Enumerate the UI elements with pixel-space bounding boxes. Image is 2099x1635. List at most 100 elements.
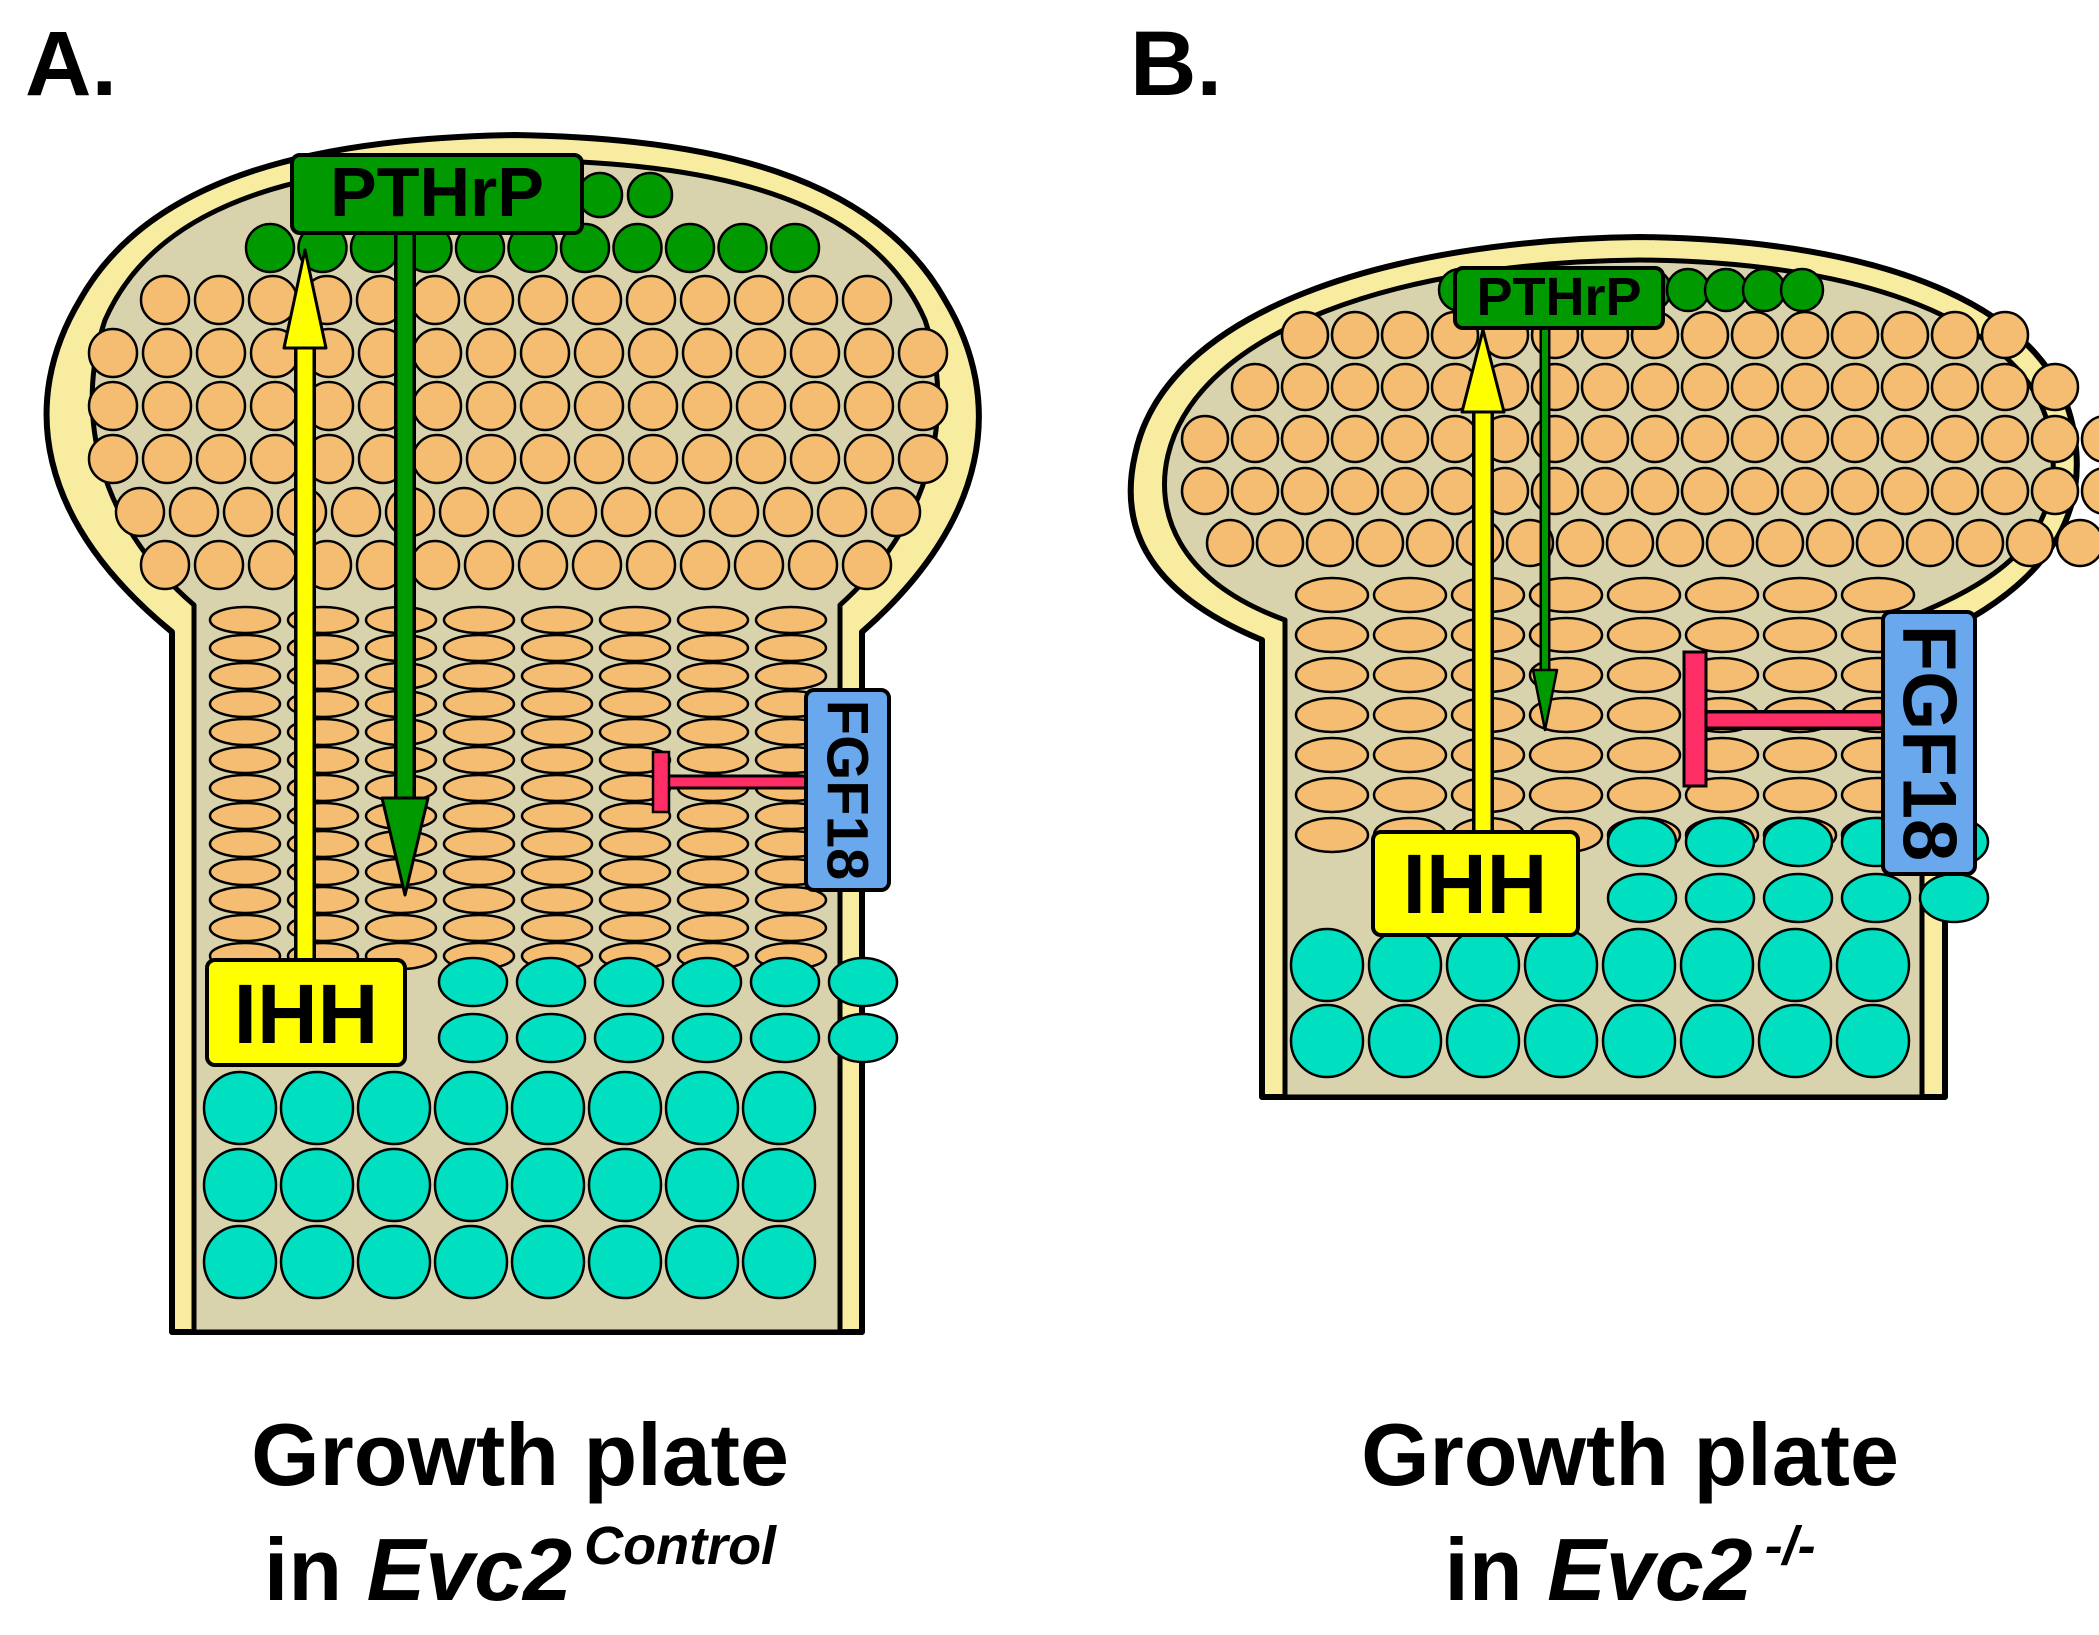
proliferating-cell bbox=[1880, 362, 1930, 412]
hypertrophic-cell bbox=[1757, 927, 1833, 1003]
proliferating-cell bbox=[735, 380, 787, 432]
hypertrophic-cell bbox=[510, 1224, 586, 1300]
proliferating-cell bbox=[841, 539, 893, 591]
proliferating-cell bbox=[870, 486, 922, 538]
proliferating-cell bbox=[1880, 466, 1930, 516]
flattened-cell bbox=[754, 885, 828, 915]
hypertrophic-cell bbox=[587, 1224, 663, 1300]
flattened-cell bbox=[1528, 736, 1604, 774]
proliferating-cell bbox=[141, 380, 193, 432]
flattened-cell bbox=[676, 801, 750, 831]
flattened-cell bbox=[1762, 656, 1838, 694]
proliferating-cell bbox=[463, 539, 515, 591]
flattened-cell bbox=[1606, 576, 1682, 614]
proliferating-cell bbox=[195, 327, 247, 379]
proliferating-cell bbox=[573, 380, 625, 432]
panel-b: B. PTHrP IHH bbox=[1127, 13, 2099, 1619]
hypertrophic-cell bbox=[1762, 872, 1834, 924]
proliferating-cell bbox=[330, 486, 382, 538]
flattened-cell bbox=[364, 885, 438, 915]
flattened-cell bbox=[442, 689, 516, 719]
panel-a-fgf18-box: FGF18 bbox=[804, 688, 891, 892]
panel-b-fgf18-box: FGF18 bbox=[1881, 610, 1977, 876]
flattened-cell bbox=[676, 913, 750, 943]
proliferating-cell bbox=[1805, 518, 1855, 568]
hypertrophic-cell bbox=[279, 1147, 355, 1223]
proliferating-cell bbox=[1430, 414, 1480, 464]
proliferating-cell bbox=[1880, 414, 1930, 464]
proliferating-cell bbox=[1630, 362, 1680, 412]
proliferating-cell bbox=[546, 486, 598, 538]
flattened-cell bbox=[1294, 696, 1370, 734]
hypertrophic-cell bbox=[664, 1070, 740, 1146]
proliferating-cell bbox=[1555, 518, 1605, 568]
hypertrophic-cell bbox=[510, 1070, 586, 1146]
proliferating-cell bbox=[681, 433, 733, 485]
hypertrophic-cell bbox=[202, 1070, 278, 1146]
panel-a-caption-gene: Evc2 bbox=[367, 1520, 573, 1619]
panel-b-ihh-box: IHH bbox=[1371, 830, 1580, 937]
hypertrophic-cell bbox=[741, 1224, 817, 1300]
proliferating-cell bbox=[1630, 466, 1680, 516]
proliferating-cell bbox=[1680, 466, 1730, 516]
flattened-cell bbox=[598, 829, 672, 859]
proliferating-cell bbox=[411, 380, 463, 432]
hypertrophic-cell bbox=[515, 1012, 587, 1064]
proliferating-cell bbox=[247, 539, 299, 591]
hypertrophic-cell bbox=[1684, 872, 1756, 924]
flattened-cell bbox=[676, 661, 750, 691]
proliferating-cell bbox=[1830, 362, 1880, 412]
flattened-cell bbox=[442, 661, 516, 691]
proliferating-cell bbox=[1355, 518, 1405, 568]
proliferating-cell bbox=[1855, 518, 1905, 568]
panel-b-fgf18-label: FGF18 bbox=[1887, 625, 1972, 862]
proliferating-cell bbox=[1705, 518, 1755, 568]
resting-cell bbox=[664, 222, 716, 274]
hypertrophic-cell bbox=[1679, 1003, 1755, 1079]
flattened-cell bbox=[1372, 616, 1448, 654]
proliferating-cell bbox=[1780, 414, 1830, 464]
flattened-cell bbox=[208, 633, 282, 663]
hypertrophic-cell bbox=[1445, 927, 1521, 1003]
flattened-cell bbox=[520, 689, 594, 719]
proliferating-cell bbox=[1780, 310, 1830, 360]
proliferating-cell bbox=[841, 274, 893, 326]
resting-cell bbox=[1779, 267, 1825, 313]
hypertrophic-cell bbox=[1840, 872, 1912, 924]
proliferating-cell bbox=[1530, 362, 1580, 412]
proliferating-cell bbox=[625, 539, 677, 591]
proliferating-cell bbox=[409, 539, 461, 591]
panel-a-pthrp-label: PTHrP bbox=[330, 153, 544, 231]
hypertrophic-cell bbox=[1606, 872, 1678, 924]
panel-b-ihh-arrow bbox=[1460, 328, 1506, 835]
proliferating-cell bbox=[1905, 518, 1955, 568]
flattened-cell bbox=[1606, 696, 1682, 734]
flattened-cell bbox=[520, 773, 594, 803]
hypertrophic-cell bbox=[593, 1012, 665, 1064]
hypertrophic-cell bbox=[1606, 816, 1678, 868]
resting-cell bbox=[717, 222, 768, 274]
proliferating-cell bbox=[1305, 518, 1355, 568]
flattened-cell bbox=[1294, 616, 1370, 654]
proliferating-cell bbox=[625, 274, 677, 326]
flattened-cell bbox=[1606, 656, 1682, 694]
flattened-cell bbox=[520, 801, 594, 831]
proliferating-cell bbox=[843, 433, 895, 485]
flattened-cell bbox=[676, 689, 750, 719]
resting-cell bbox=[612, 222, 663, 274]
proliferating-cell bbox=[1880, 310, 1930, 360]
proliferating-cell bbox=[519, 327, 571, 379]
proliferating-cell bbox=[2055, 518, 2099, 568]
proliferating-cell bbox=[573, 433, 625, 485]
proliferating-cell bbox=[1580, 466, 1630, 516]
panel-b-caption-superscript: -/- bbox=[1765, 1516, 1816, 1576]
proliferating-cell bbox=[1180, 466, 1230, 516]
flattened-cell bbox=[1762, 736, 1838, 774]
proliferating-cell bbox=[654, 486, 706, 538]
proliferating-cell bbox=[733, 274, 785, 326]
proliferating-cell bbox=[409, 274, 461, 326]
proliferating-cell bbox=[139, 539, 191, 591]
flattened-cell bbox=[1762, 776, 1838, 814]
panel-b-pthrp-box: PTHrP bbox=[1453, 266, 1665, 330]
hypertrophic-cell bbox=[1835, 927, 1911, 1003]
